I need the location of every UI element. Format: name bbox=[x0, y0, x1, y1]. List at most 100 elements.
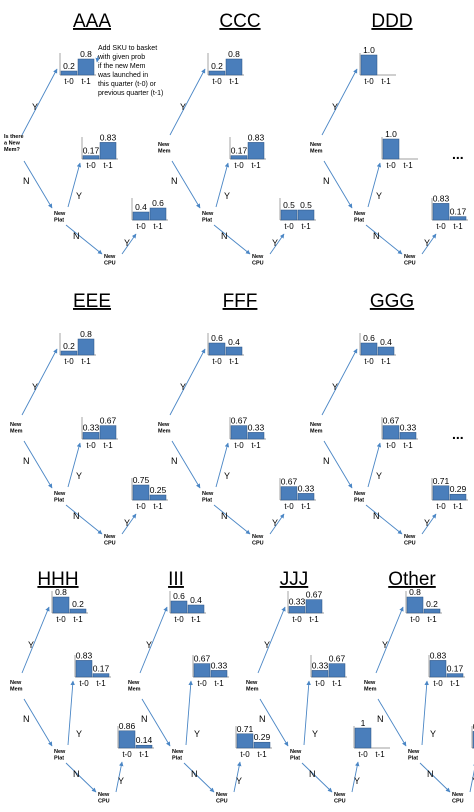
bar-t-0 bbox=[75, 660, 93, 678]
label-yes-plat: Y bbox=[194, 729, 200, 739]
tick-label-t-0: t-0 bbox=[433, 679, 443, 688]
edge-no-root bbox=[259, 698, 289, 747]
annotation-note-line: this quarter (t-0) or bbox=[98, 81, 157, 88]
edge-yes-cpu bbox=[269, 513, 285, 535]
node-new-mem-line: New bbox=[10, 680, 22, 686]
chart-new-plat: 0.67t-00.33t-1 bbox=[381, 416, 418, 450]
data-label-t-0: 1 bbox=[361, 718, 366, 728]
node-new-plat-line: New bbox=[54, 491, 66, 497]
node-new-cpu-line: CPU bbox=[404, 541, 416, 547]
edge-no-root bbox=[23, 160, 53, 209]
tick-label-t-0: t-0 bbox=[364, 77, 374, 86]
label-no-plat: N bbox=[73, 511, 80, 521]
chart-new-mem: 0.33t-00.67t-1 bbox=[287, 590, 324, 624]
tick-label-t-0: t-0 bbox=[197, 679, 207, 688]
data-label-t-0: 0.67 bbox=[281, 477, 298, 487]
edge-yes-mem bbox=[321, 348, 358, 416]
tick-label-t-1: t-1 bbox=[301, 222, 311, 231]
bar-t-0 bbox=[360, 54, 378, 76]
edge-no-root bbox=[377, 698, 407, 747]
chart-new-mem: 0.6t-00.4t-1 bbox=[169, 591, 206, 624]
edge-yes-cpu bbox=[351, 761, 360, 793]
data-label-t-1: 0.6 bbox=[152, 198, 164, 208]
node-new-cpu-line: New bbox=[252, 254, 264, 260]
tick-label-t-1: t-1 bbox=[381, 357, 391, 366]
bar-t-1 bbox=[247, 432, 265, 440]
edge-yes-plat bbox=[421, 680, 429, 746]
node-new-cpu-line: New bbox=[404, 254, 416, 260]
annotation-note-line: with given prob bbox=[97, 54, 145, 61]
data-label-t-0: 0.75 bbox=[133, 475, 150, 485]
edge-no-plat bbox=[65, 762, 97, 793]
tick-label-t-1: t-1 bbox=[403, 441, 413, 450]
tick-label-t-1: t-1 bbox=[403, 161, 413, 170]
chart-new-cpu: 0.83t-00.17t-1 bbox=[431, 193, 468, 231]
edge-no-plat bbox=[301, 762, 333, 793]
tick-label-t-1: t-1 bbox=[153, 222, 163, 231]
label-yes-root: Y bbox=[332, 382, 338, 392]
bar-t-1 bbox=[399, 432, 417, 440]
chart-new-mem: 0.2t-00.8t-1 bbox=[59, 329, 96, 366]
bar-t-1 bbox=[253, 741, 271, 749]
data-label-t-1: 0.4 bbox=[228, 337, 240, 347]
data-label-t-0: 0.67 bbox=[383, 416, 400, 426]
node-new-cpu-line: New bbox=[452, 792, 464, 798]
node-new-cpu-line: New bbox=[216, 792, 228, 798]
label-yes-plat: Y bbox=[376, 191, 382, 201]
edge-no-root bbox=[141, 698, 171, 747]
edge-yes-mem bbox=[21, 606, 50, 674]
bar-t-1 bbox=[135, 744, 153, 749]
node-new-mem-line: New bbox=[310, 422, 322, 428]
bar-t-0 bbox=[280, 209, 298, 221]
data-label-t-0: 0.33 bbox=[312, 660, 329, 670]
tick-label-t-1: t-1 bbox=[96, 679, 106, 688]
node-new-plat-line: New bbox=[354, 491, 366, 497]
tick-label-t-1: t-1 bbox=[332, 679, 342, 688]
data-label-t-1: 0.5 bbox=[300, 200, 312, 210]
panel-title: III bbox=[168, 569, 184, 590]
bar-t-0 bbox=[280, 486, 298, 501]
label-no-root: N bbox=[141, 714, 148, 724]
bar-t-0 bbox=[208, 70, 226, 76]
tick-label-t-0: t-0 bbox=[240, 750, 250, 759]
tick-label-t-1: t-1 bbox=[381, 77, 391, 86]
node-new-mem-line: Mem bbox=[158, 429, 171, 435]
data-label-t-0: 0.33 bbox=[83, 422, 100, 432]
tick-label-t-0: t-0 bbox=[86, 441, 96, 450]
chart-new-cpu: 0.75t-00.25t-1 bbox=[131, 475, 168, 511]
label-no-plat: N bbox=[309, 769, 316, 779]
node-new-mem-line: New bbox=[246, 680, 258, 686]
chart-new-cpu: 0.71t-00.29t-1 bbox=[235, 724, 272, 759]
chart-new-cpu: 0.86t-00.14t-1 bbox=[117, 721, 154, 759]
ellipsis: ... bbox=[452, 426, 464, 442]
edge-yes-cpu bbox=[115, 761, 124, 793]
tick-label-t-0: t-0 bbox=[315, 679, 325, 688]
data-label-t-1: 0.2 bbox=[426, 599, 438, 609]
edge-no-plat bbox=[365, 504, 403, 535]
node-new-mem-line: Mem bbox=[310, 429, 323, 435]
node-new-plat-line: New bbox=[54, 211, 66, 217]
label-no-plat: N bbox=[73, 231, 80, 241]
chart-new-plat: 0.83t-00.17t-1 bbox=[74, 650, 111, 688]
tick-label-t-0: t-0 bbox=[284, 502, 294, 511]
edge-yes-plat bbox=[367, 442, 382, 488]
edge-no-root bbox=[323, 440, 353, 489]
label-no-root: N bbox=[171, 456, 178, 466]
node-new-plat-line: New bbox=[202, 211, 214, 217]
bar-t-0 bbox=[360, 342, 378, 356]
edge-yes-mem bbox=[257, 606, 286, 674]
edge-yes-plat bbox=[185, 680, 193, 746]
bar-t-1 bbox=[99, 425, 117, 440]
data-label-t-0: 0.6 bbox=[211, 333, 223, 343]
